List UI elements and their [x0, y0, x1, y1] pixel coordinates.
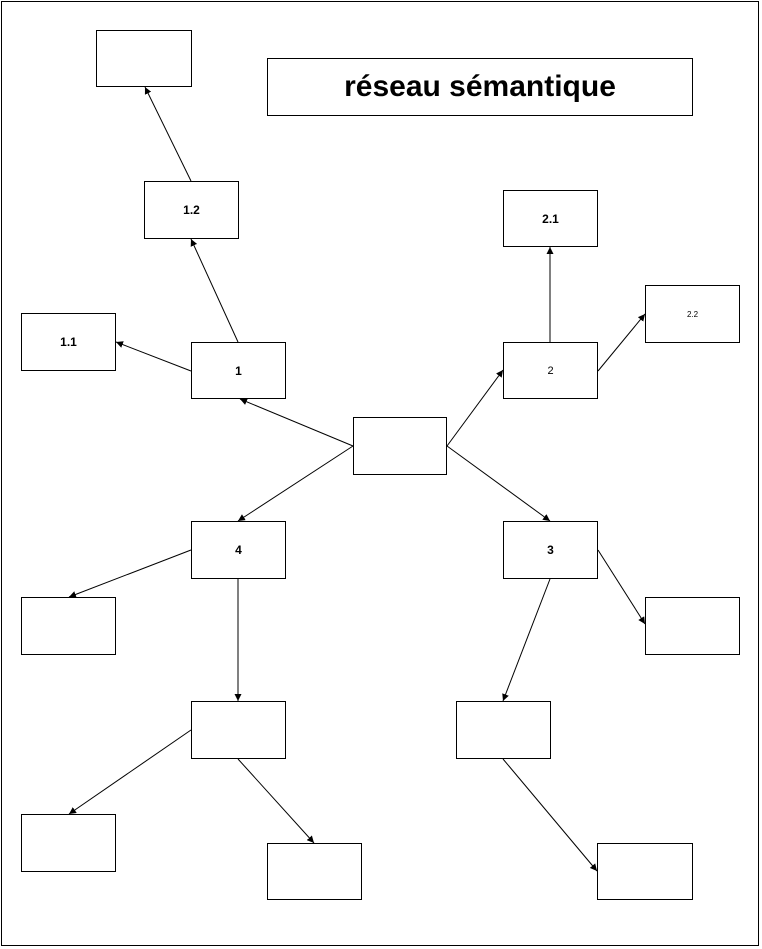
node-label: 4	[235, 543, 242, 557]
node-label: 3	[547, 543, 554, 557]
node-label: 2.2	[686, 309, 699, 319]
node-4-child-left	[21, 814, 116, 872]
node-3: 3	[503, 521, 598, 579]
edge-center-to-n4	[237, 445, 354, 522]
node-4-child-right	[267, 843, 362, 900]
edge-center-to-n3	[446, 445, 551, 522]
edge-n4child-to-n4childLeft	[68, 729, 192, 815]
edge-center-to-n1	[239, 398, 354, 447]
node-1-2-child	[96, 30, 192, 87]
node-label: 1.2	[183, 203, 200, 217]
edge-center-to-n2	[446, 369, 504, 447]
edge-n1-to-n12	[190, 238, 239, 343]
node-1-2: 1.2	[144, 181, 239, 239]
node-4: 4	[191, 521, 286, 579]
edge-n3child-to-n3grandchild	[502, 758, 598, 872]
node-label: 1.1	[60, 335, 77, 349]
node-1-1: 1.1	[21, 313, 116, 371]
edge-n1-to-n11	[115, 341, 192, 372]
node-2: 2	[503, 342, 598, 399]
node-label: 2	[547, 364, 554, 377]
node-2-1: 2.1	[503, 190, 598, 247]
edge-n3-to-n3child	[502, 578, 551, 702]
node-3-grandchild	[597, 843, 693, 900]
edge-n3-to-n3right	[597, 549, 646, 625]
edge-n2-to-n22	[597, 313, 646, 372]
title-box: réseau sémantique	[267, 58, 693, 116]
edge-n4-to-n4left	[68, 549, 192, 598]
edge-n4child-to-n4childRight	[237, 758, 315, 844]
edge-n12-to-n12top	[144, 86, 192, 182]
node-2-2: 2.2	[645, 285, 740, 343]
node-4-child	[191, 701, 286, 759]
diagram-title: réseau sémantique	[344, 70, 616, 103]
node-center	[353, 417, 447, 475]
node-4-left	[21, 597, 116, 655]
node-label: 2.1	[542, 211, 559, 226]
node-label: 1	[235, 363, 242, 378]
node-3-right	[645, 597, 740, 655]
node-3-child	[456, 701, 551, 759]
node-1: 1	[191, 342, 286, 399]
